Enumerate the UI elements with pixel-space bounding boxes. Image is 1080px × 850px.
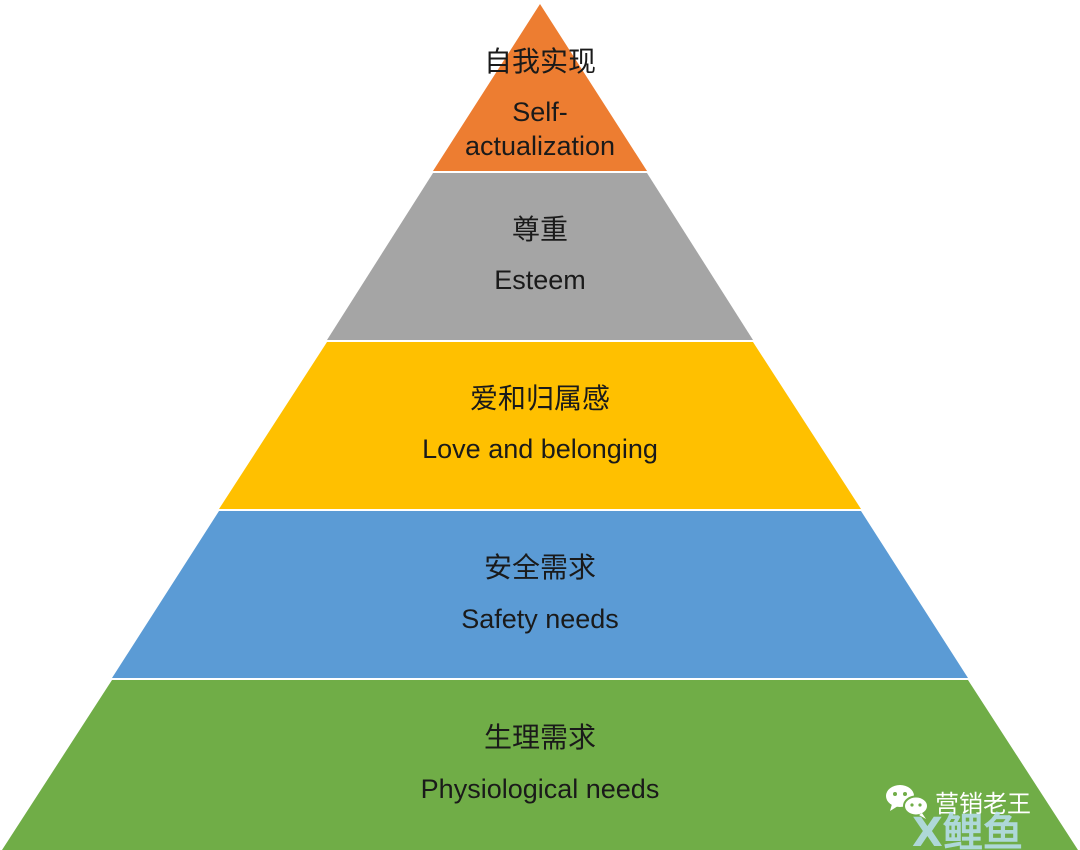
tier-safety	[112, 511, 968, 678]
tier-esteem-cn: 尊重	[512, 213, 568, 246]
tier-safety-en: Safety needs	[461, 604, 619, 634]
wechat-icon	[886, 785, 929, 819]
tier-esteem-en: Esteem	[494, 265, 586, 295]
tier-self-actualization-en-line1: Self-	[512, 97, 568, 127]
tier-self-actualization	[433, 4, 647, 171]
tier-physiological-en: Physiological needs	[421, 774, 660, 804]
tier-physiological	[2, 680, 1078, 850]
watermark-account-name: 营销老王	[935, 790, 1031, 818]
tier-love-belonging-en: Love and belonging	[422, 434, 658, 464]
tier-esteem	[327, 173, 753, 340]
tier-self-actualization-en-line2: actualization	[465, 131, 615, 161]
tier-love-belonging	[219, 342, 861, 509]
tier-love-belonging-cn: 爱和归属感	[470, 382, 610, 415]
watermark-site-logo: X鲤鱼	[912, 810, 1023, 850]
tier-self-actualization-cn: 自我实现	[484, 45, 596, 78]
tier-physiological-cn: 生理需求	[484, 721, 596, 754]
tier-safety-cn: 安全需求	[484, 551, 596, 584]
